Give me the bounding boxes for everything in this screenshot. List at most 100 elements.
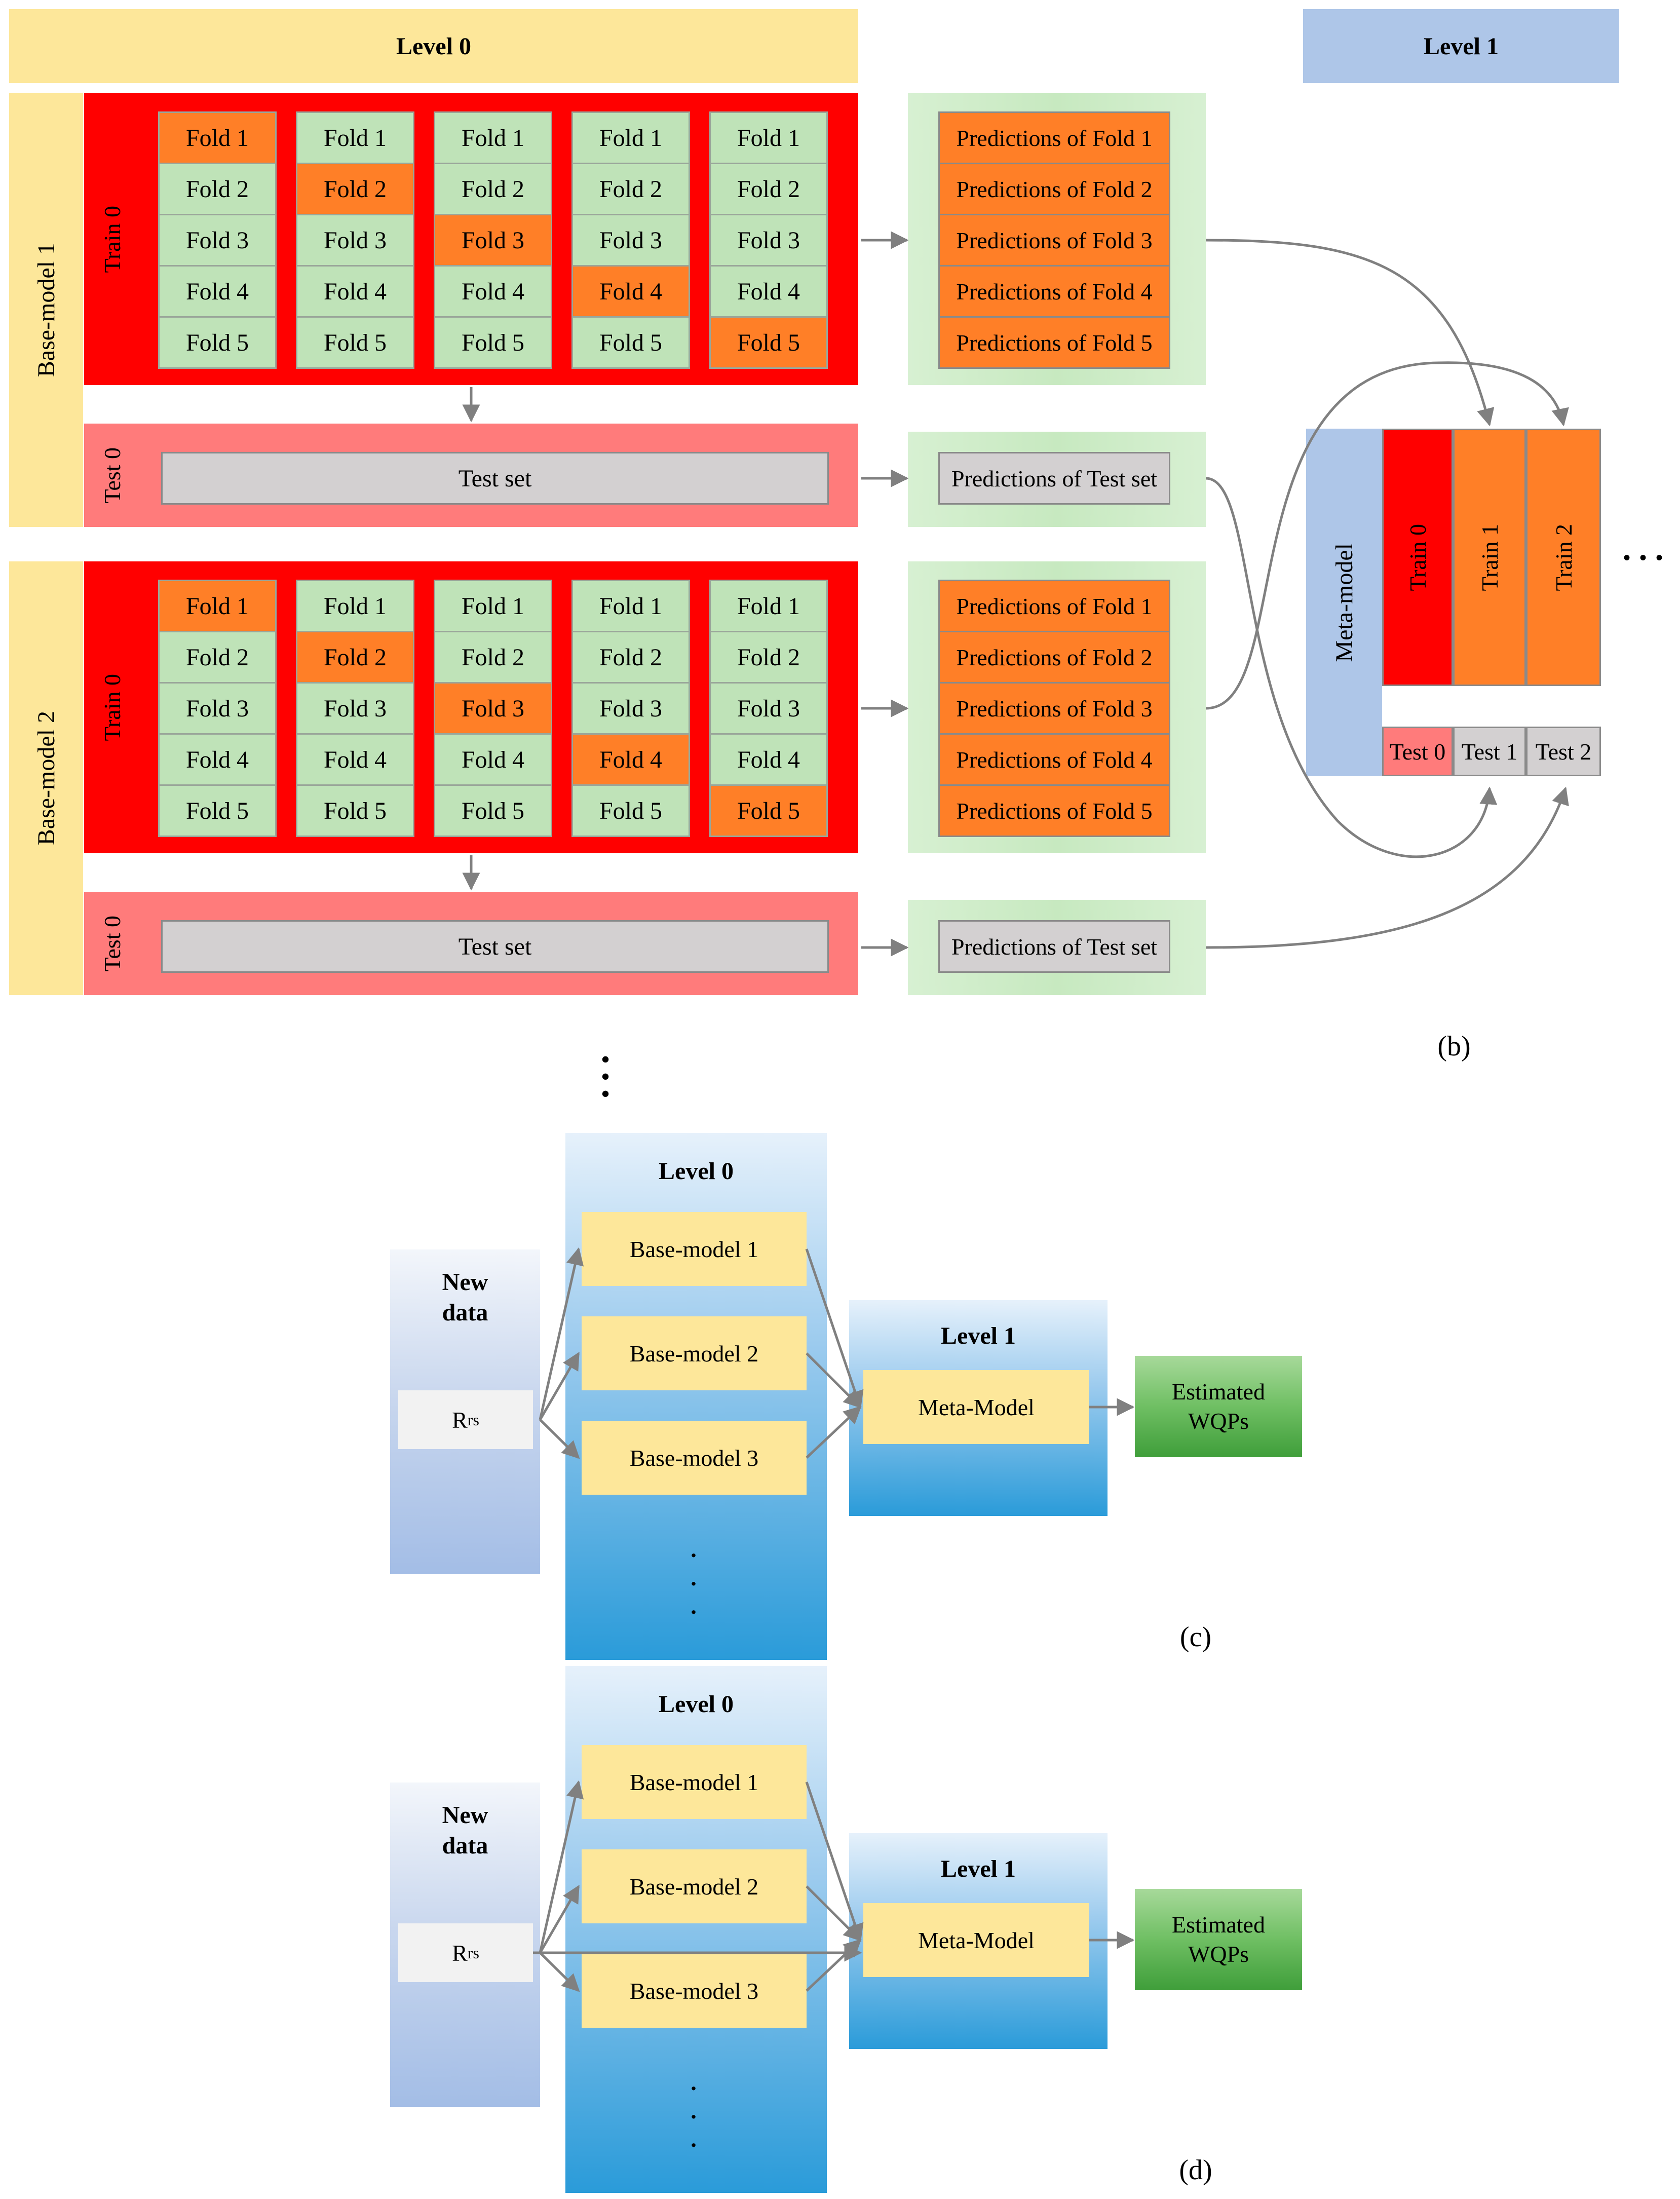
panel_c-level0-label: Level 0 (659, 1157, 734, 1185)
fold-cell: Fold 3 (571, 214, 690, 267)
fold-cell: Fold 1 (158, 580, 277, 632)
base-model-label-1: Base-model 1 (9, 93, 83, 527)
meta-train-2: Train 2 (1526, 429, 1601, 686)
panel_c-more-models-dots: · · · (690, 1542, 698, 1625)
fold-cell: Fold 2 (296, 163, 414, 215)
fold-cell: Fold 1 (709, 580, 828, 632)
arrow-base-1-to-meta (805, 1781, 864, 1942)
fold-cell: Fold 5 (296, 784, 414, 837)
prediction-cell: Predictions of Fold 1 (938, 580, 1170, 632)
panel_d-base-model-1: Base-model 1 (582, 1745, 807, 1819)
panel_d-meta-model: Meta-Model (863, 1903, 1089, 1977)
horizontal-ellipsis: • • • (1623, 546, 1665, 569)
fold-cell: Fold 2 (709, 163, 828, 215)
arrow-base-2-to-meta (806, 1352, 862, 1409)
arrow-rrs-to-base-3 (539, 1419, 580, 1459)
fold-cell: Fold 3 (158, 682, 277, 735)
fold-cell: Fold 2 (158, 163, 277, 215)
fold-cell: Fold 5 (434, 316, 552, 369)
fold-cell: Fold 2 (434, 163, 552, 215)
test-set-box: Test set (161, 920, 829, 973)
panel_c-base-model-3: Base-model 3 (582, 1421, 807, 1495)
prediction-cell: Predictions of Fold 2 (938, 631, 1170, 684)
arrow-base-3-to-meta (806, 1406, 862, 1459)
panel_d-more-models-dots: · · · (690, 2075, 698, 2158)
fold-cell: Fold 4 (571, 265, 690, 318)
meta-model-block: Meta-model (1306, 429, 1382, 776)
arrow-rrs-to-base-1 (539, 1780, 584, 1953)
predictions-of-test-set: Predictions of Test set (938, 452, 1170, 505)
test-set-box: Test set (161, 452, 829, 505)
fold-cell: Fold 1 (296, 111, 414, 164)
fold-cell: Fold 2 (709, 631, 828, 684)
fold-cell: Fold 4 (709, 733, 828, 786)
fold-cell: Fold 3 (434, 682, 552, 735)
fold-cell: Fold 5 (709, 784, 828, 837)
base-model-label-2: Base-model 2 (9, 561, 83, 995)
vertical-ellipsis: • • • (601, 1046, 610, 1107)
arrow-rrs-to-base-2 (539, 1884, 580, 1954)
arrow-base-3-to-meta (806, 1939, 862, 1992)
panel_c-new-data-label: New data (442, 1269, 488, 1326)
arrow-test1-to-test1 (1205, 477, 1498, 858)
meta-test-0: Test 0 (1382, 727, 1453, 776)
fold-cell: Fold 3 (709, 214, 828, 267)
panel_d-level1-label: Level 1 (941, 1855, 1016, 1882)
fold-cell: Fold 3 (571, 682, 690, 735)
fold-cell: Fold 2 (158, 631, 277, 684)
fold-cell: Fold 4 (571, 733, 690, 786)
fold-cell: Fold 4 (296, 733, 414, 786)
fold-cell: Fold 4 (296, 265, 414, 318)
arrow-base-1-to-meta (805, 1248, 864, 1409)
meta-test-1: Test 1 (1453, 727, 1526, 776)
fold-cell: Fold 5 (158, 784, 277, 837)
fold-cell: Fold 5 (296, 316, 414, 369)
fold-cell: Fold 5 (571, 784, 690, 837)
arrow-rrs-to-base-3 (539, 1952, 580, 1992)
prediction-cell: Predictions of Fold 3 (938, 214, 1170, 267)
fold-cell: Fold 1 (571, 580, 690, 632)
fold-cell: Fold 2 (434, 631, 552, 684)
meta-train-1: Train 1 (1453, 429, 1526, 686)
caption-b: (b) (1437, 1031, 1471, 1062)
panel_d-caption: (d) (1179, 2154, 1212, 2186)
panel_d-level0-label: Level 0 (659, 1690, 734, 1718)
fold-cell: Fold 4 (434, 265, 552, 318)
fold-cell: Fold 1 (434, 111, 552, 164)
panel_d-new-data-label: New data (442, 1802, 488, 1859)
arrow-base-2-to-meta (806, 1885, 862, 1942)
panel_d-estimated-wqps: Estimated WQPs (1135, 1889, 1302, 1990)
fold-cell: Fold 5 (158, 316, 277, 369)
fold-cell: Fold 3 (434, 214, 552, 267)
panel_c-meta-model: Meta-Model (863, 1370, 1089, 1444)
fold-cell: Fold 5 (571, 316, 690, 369)
meta-train-0: Train 0 (1382, 429, 1453, 686)
arrow-rrs-to-base-2 (539, 1351, 580, 1421)
panel_d-base-model-3: Base-model 3 (582, 1954, 807, 2028)
fold-cell: Fold 5 (709, 316, 828, 369)
meta-test-2: Test 2 (1526, 727, 1601, 776)
fold-cell: Fold 1 (571, 111, 690, 164)
fold-cell: Fold 4 (158, 733, 277, 786)
prediction-cell: Predictions of Fold 4 (938, 733, 1170, 786)
fold-cell: Fold 2 (296, 631, 414, 684)
prediction-cell: Predictions of Fold 4 (938, 265, 1170, 318)
level1-header: Level 1 (1303, 9, 1619, 83)
level0-header: Level 0 (9, 9, 858, 83)
fold-cell: Fold 4 (158, 265, 277, 318)
fold-cell: Fold 1 (296, 580, 414, 632)
panel_c-caption: (c) (1179, 1621, 1212, 1653)
prediction-cell: Predictions of Fold 5 (938, 316, 1170, 369)
panel_c-base-model-1: Base-model 1 (582, 1212, 807, 1286)
fold-cell: Fold 2 (571, 631, 690, 684)
panel_c-base-model-2: Base-model 2 (582, 1316, 807, 1390)
arrow-rrs-to-base-1 (539, 1247, 584, 1420)
panel_c-level1-label: Level 1 (941, 1322, 1016, 1349)
arrow-test2-to-test2 (1205, 786, 1569, 949)
arrow-pred2-to-train2 (1205, 361, 1569, 710)
panel_d-base-model-2: Base-model 2 (582, 1849, 807, 1923)
fold-cell: Fold 2 (571, 163, 690, 215)
